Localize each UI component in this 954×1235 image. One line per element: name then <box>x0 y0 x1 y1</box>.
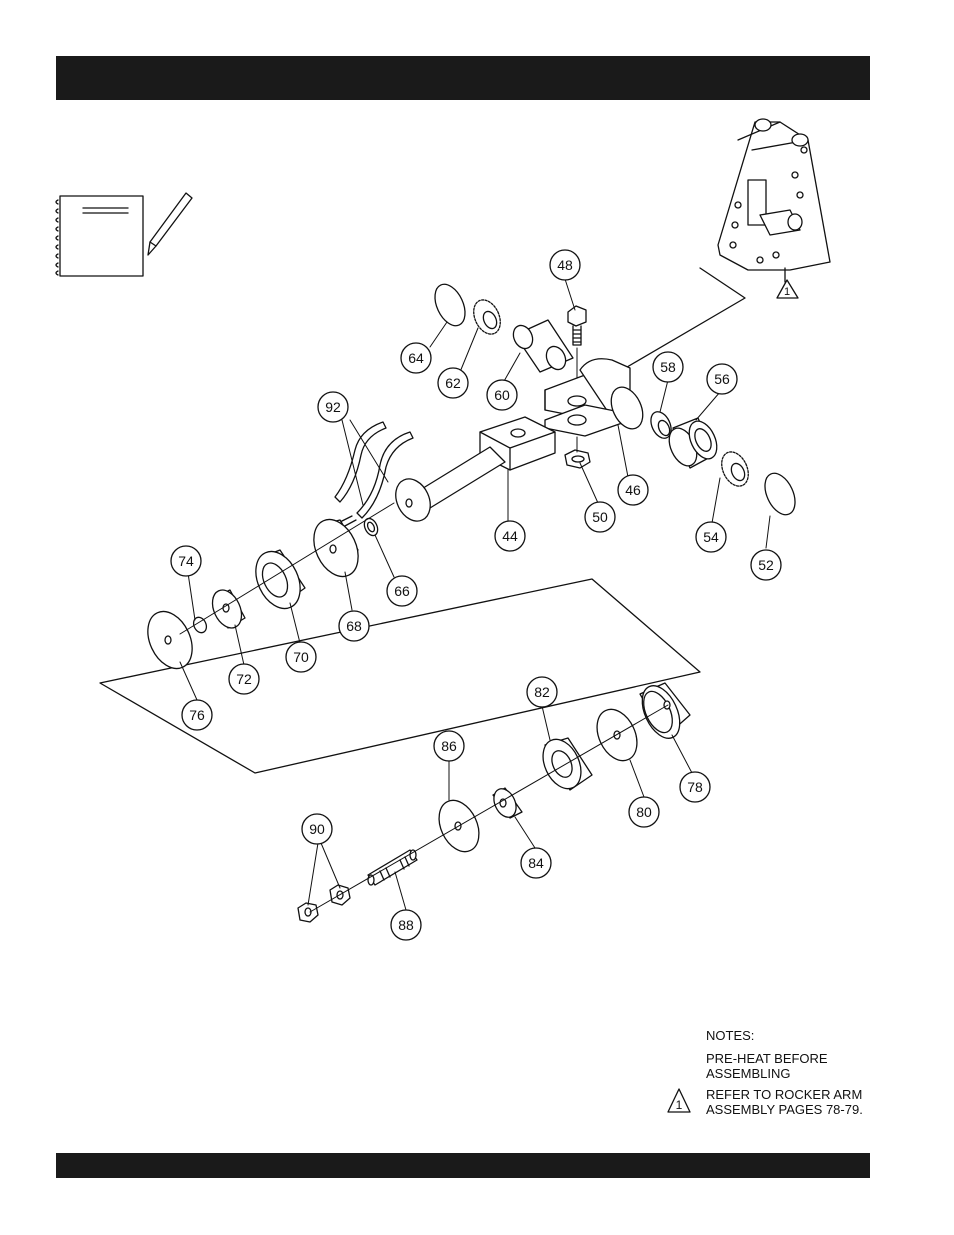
callout-label-74: 74 <box>178 553 194 569</box>
part-64-oring <box>429 280 471 331</box>
callout-label-70: 70 <box>293 649 309 665</box>
note-preheat: PRE-HEAT BEFORE ASSEMBLING <box>706 1051 863 1081</box>
note-preheat-line2: ASSEMBLING <box>706 1066 863 1081</box>
note-preheat-line1: PRE-HEAT BEFORE <box>706 1051 863 1066</box>
rocker-arm-assembly <box>718 119 830 270</box>
part-56-hub <box>664 417 723 470</box>
callout-label-88: 88 <box>398 917 414 933</box>
callout-label-84: 84 <box>528 855 544 871</box>
part-50-nut <box>565 450 590 468</box>
callout-label-44: 44 <box>502 528 518 544</box>
part-48-bolt <box>568 306 586 345</box>
callout-label-86: 86 <box>441 738 457 754</box>
callout-label-92: 92 <box>325 399 341 415</box>
callout-label-50: 50 <box>592 509 608 525</box>
note-triangle-label: 1 <box>676 1098 683 1112</box>
callout-label-66: 66 <box>394 583 410 599</box>
part-52-oring <box>759 469 801 520</box>
part-46-bracket <box>545 359 649 436</box>
part-44-shaft <box>389 417 555 527</box>
callout-label-52: 52 <box>758 557 774 573</box>
notes-section: NOTES: PRE-HEAT BEFORE ASSEMBLING REFER … <box>706 1028 863 1123</box>
callout-label-64: 64 <box>408 350 424 366</box>
callout-label-58: 58 <box>660 359 676 375</box>
callout-label-78: 78 <box>687 779 703 795</box>
notes-header: NOTES: <box>706 1028 863 1043</box>
callout-label-82: 82 <box>534 684 550 700</box>
part-84-spacer <box>490 785 522 821</box>
note-ref-line2: ASSEMBLY PAGES 78-79. <box>706 1102 863 1117</box>
part-78-cup <box>635 680 690 744</box>
callout-label-56: 56 <box>714 371 730 387</box>
note-reference: REFER TO ROCKER ARM ASSEMBLY PAGES 78-79… <box>706 1087 863 1117</box>
triangle-marker-label: 1 <box>784 286 790 298</box>
callout-label-72: 72 <box>236 671 252 687</box>
callout-label-60: 60 <box>494 387 510 403</box>
callout-label-68: 68 <box>346 618 362 634</box>
callout-label-76: 76 <box>189 707 205 723</box>
callout-label-46: 46 <box>625 482 641 498</box>
callout-label-80: 80 <box>636 804 652 820</box>
callout-label-48: 48 <box>557 257 573 273</box>
callout-label-62: 62 <box>445 375 461 391</box>
part-82-ring <box>536 733 592 794</box>
callout-label-90: 90 <box>309 821 325 837</box>
part-88-stud <box>368 850 417 885</box>
notepad-pencil-icon <box>56 193 192 276</box>
callout-label-54: 54 <box>703 529 719 545</box>
note-ref-line1: REFER TO ROCKER ARM <box>706 1087 863 1102</box>
